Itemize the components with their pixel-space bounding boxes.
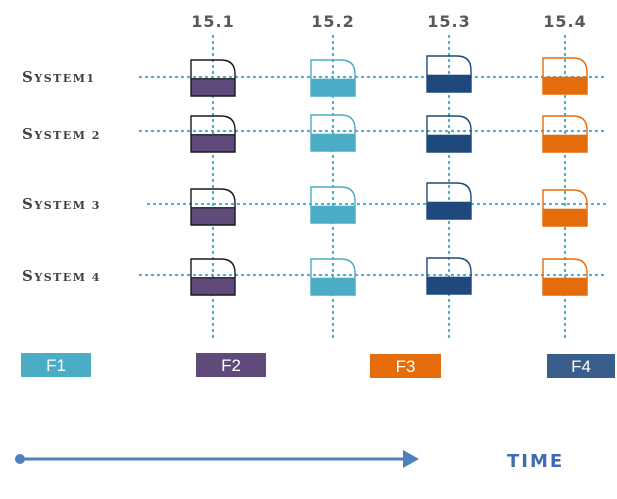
version-headers: 15.1 15.2 15.3 15.4	[191, 12, 586, 31]
version-doc-r1-c3	[426, 55, 472, 93]
time-arrow-start-dot	[15, 454, 25, 464]
time-axis	[15, 450, 419, 468]
system-labels: SYSTEM1 SYSTEM 2 SYSTEM 3 SYSTEM 4	[22, 68, 101, 285]
version-label-15-1: 15.1	[191, 12, 234, 31]
version-doc-r1-c4	[542, 57, 588, 95]
version-doc-r1-c1	[190, 59, 236, 97]
version-doc-r3-c4	[542, 189, 588, 227]
legend-f2: F2	[196, 353, 266, 377]
version-label-15-2: 15.2	[311, 12, 354, 31]
system-label-3: SYSTEM 3	[22, 195, 101, 213]
version-doc-r3-c2	[310, 186, 356, 224]
version-label-15-4: 15.4	[543, 12, 586, 31]
version-doc-r2-c2	[310, 114, 356, 152]
version-doc-r1-c2	[310, 59, 356, 97]
system-label-2: SYSTEM 2	[22, 125, 101, 143]
version-doc-r2-c4	[542, 115, 588, 153]
version-doc-r4-c1	[190, 258, 236, 296]
time-arrow-head	[403, 450, 419, 468]
time-label: TIME	[507, 451, 565, 472]
system-label-4: SYSTEM 4	[22, 267, 101, 285]
system-label-1: SYSTEM1	[22, 68, 96, 86]
legend-f1: F1	[21, 353, 91, 377]
version-doc-r2-c3	[426, 115, 472, 153]
version-doc-r4-c3	[426, 257, 472, 295]
version-doc-r3-c1	[190, 188, 236, 226]
legend-f4: F4	[547, 354, 615, 378]
version-label-15-3: 15.3	[427, 12, 470, 31]
version-doc-r4-c2	[310, 258, 356, 296]
version-doc-r2-c1	[190, 115, 236, 153]
version-doc-r3-c3	[426, 182, 472, 220]
version-doc-r4-c4	[542, 258, 588, 296]
legend-f3: F3	[370, 354, 441, 378]
version-documents	[190, 55, 588, 296]
